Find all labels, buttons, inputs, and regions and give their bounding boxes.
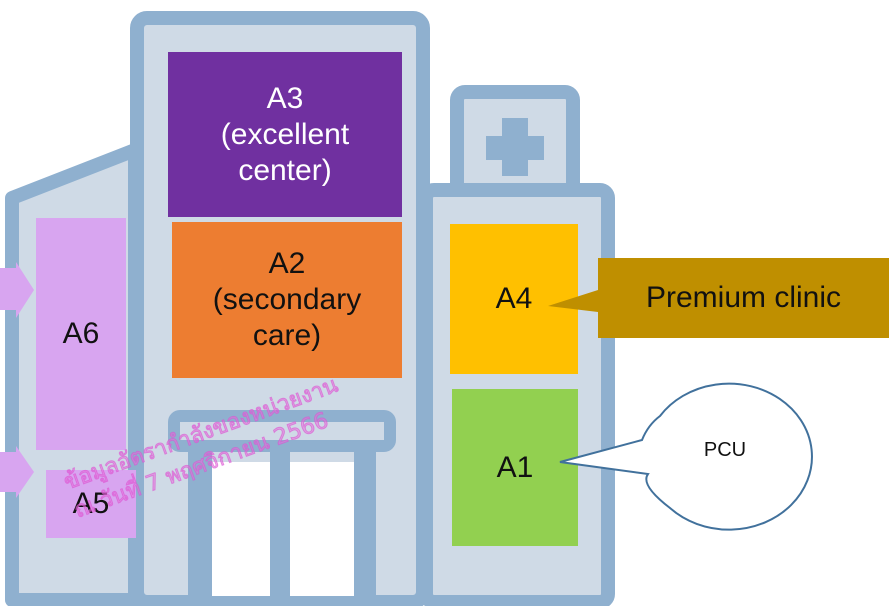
premium-clinic-callout: Premium clinic [645, 281, 842, 314]
zone-a2-line-3: care) [252, 319, 322, 352]
zone-a3: A3 (excellent center) [168, 52, 402, 217]
zone-a1-box [452, 389, 578, 546]
arrow-a5 [0, 446, 34, 498]
entrance-door-left [212, 462, 270, 596]
zone-a1-label: A1 [496, 450, 534, 484]
premium-callout-shape [548, 258, 889, 338]
medical-cross-icon [486, 118, 544, 176]
pcu-callout-shape [559, 382, 813, 531]
zone-a3-line-1: A3 [266, 81, 304, 115]
zone-a2-box [172, 222, 402, 378]
zone-a1: A1 [452, 389, 578, 546]
zone-a3-line-2: (excellent [220, 117, 350, 151]
entrance-post-left [188, 446, 212, 596]
zone-a5-label: A5 [72, 487, 110, 520]
zone-a2-line-1: A2 [268, 247, 306, 280]
zone-a5: A5 [46, 470, 136, 538]
entrance-canopy [168, 410, 396, 452]
entrance-post-right [354, 446, 376, 596]
zone-a2-line-2: (secondary [212, 283, 362, 316]
entrance-door-right [290, 462, 354, 596]
zone-a2: A2 (secondary care) [172, 222, 402, 378]
pcu-callout: PCU [703, 438, 747, 461]
zone-a3-box [168, 52, 402, 217]
zone-a4-box [450, 224, 578, 374]
zone-a6: A6 [36, 218, 126, 450]
zone-a4: A4 [450, 224, 578, 374]
zone-a6-box [36, 218, 126, 450]
entrance-post-mid [270, 446, 290, 596]
arrow-a6 [0, 262, 34, 318]
zone-a4-label: A4 [495, 282, 533, 315]
zone-a3-line-3: center) [238, 153, 332, 187]
zone-a5-box [46, 470, 136, 538]
zone-a6-label: A6 [62, 317, 100, 350]
